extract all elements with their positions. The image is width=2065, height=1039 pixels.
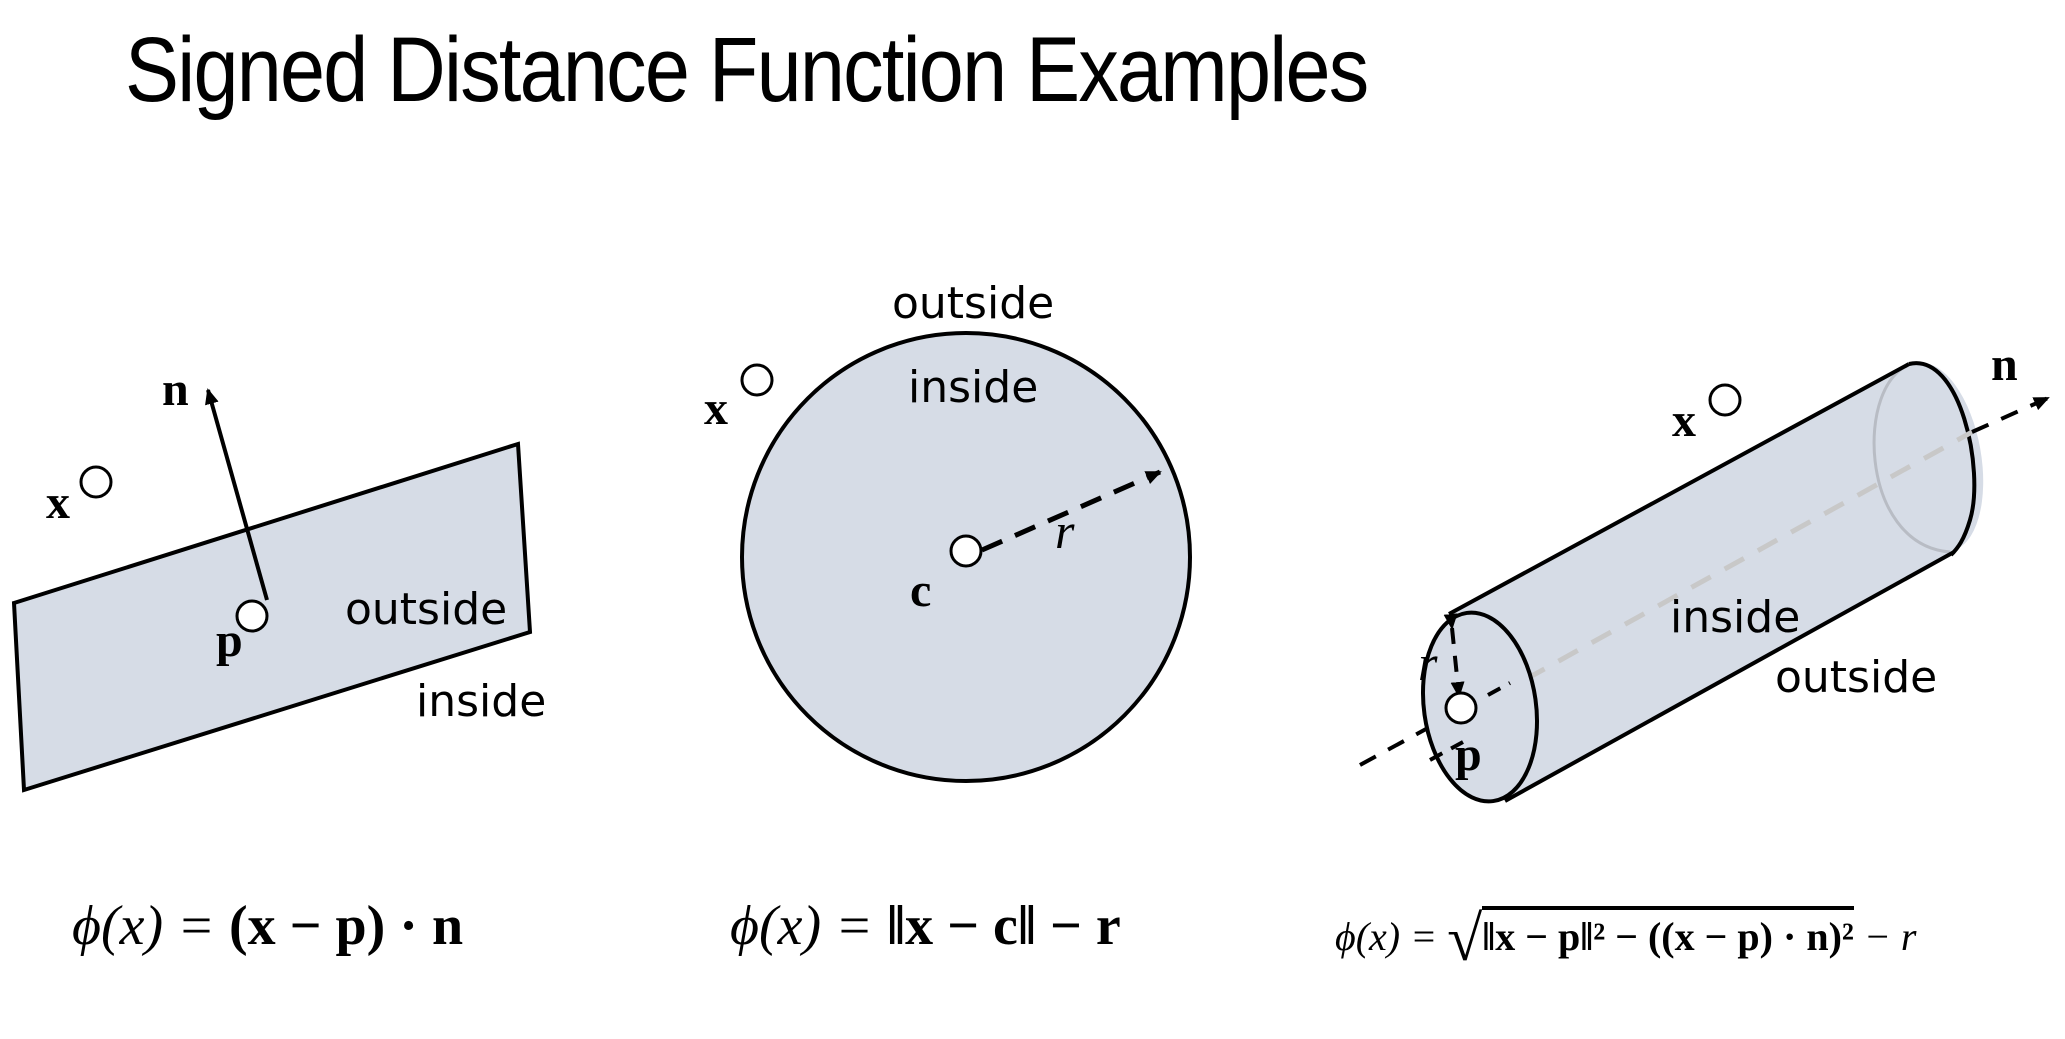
point-x-marker xyxy=(1708,383,1742,417)
slide-title: Signed Distance Function Examples xyxy=(125,19,1369,121)
cylinder-equation: ϕ(x) = √‖x − p‖² − ((x − p) · n)² − r xyxy=(1335,902,1916,976)
inside-label: inside xyxy=(416,676,546,727)
center-c-marker xyxy=(949,534,983,568)
axis-label: n xyxy=(1991,338,2018,391)
sphere-equation: ϕ(x) = ‖x − c‖ − r xyxy=(730,894,1121,958)
inside-label: inside xyxy=(908,362,1038,413)
equation-tail: − r xyxy=(1863,914,1917,959)
equation-radicand: ‖x − p‖² − ((x − p) · n)² xyxy=(1482,906,1854,959)
center-label: c xyxy=(910,564,931,617)
query-point-label: x xyxy=(1672,394,1696,447)
plane-equation: ϕ(x) = (x − p) · n xyxy=(72,894,463,958)
outside-label: outside xyxy=(1775,652,1937,703)
inside-label: inside xyxy=(1670,592,1800,643)
point-p-marker xyxy=(235,599,269,633)
normal-label: n xyxy=(162,363,189,416)
point-x-marker xyxy=(740,363,774,397)
outside-label: outside xyxy=(892,278,1054,329)
equation-lhs: ϕ(x) = xyxy=(1335,914,1438,959)
normal-arrow-icon xyxy=(205,388,269,601)
point-label: p xyxy=(216,614,243,667)
equation-rhs: (x − p) · n xyxy=(228,895,464,957)
radius-label: r xyxy=(1418,635,1438,691)
plane-shape xyxy=(11,441,533,793)
sqrt-sign-icon: √ xyxy=(1447,903,1483,974)
sphere-example: outside inside x c r xyxy=(704,278,1192,783)
point-label: p xyxy=(1455,728,1482,781)
radius-arrow-icon xyxy=(1443,613,1465,698)
equation-lhs: ϕ(x) = xyxy=(730,895,873,957)
axis-arrow-icon xyxy=(1971,396,2050,434)
point-x-marker xyxy=(79,465,113,499)
cylinder-example: x n p r inside outside xyxy=(1359,338,2050,804)
query-point-label: x xyxy=(704,382,728,435)
outside-label: outside xyxy=(345,584,507,635)
query-point-label: x xyxy=(46,476,70,529)
equation-lhs: ϕ(x) = xyxy=(72,895,215,957)
point-p-marker xyxy=(1444,691,1478,725)
equation-rhs: ‖x − c‖ − r xyxy=(886,895,1121,957)
plane-example: n x p outside inside xyxy=(11,363,546,793)
radius-label: r xyxy=(1055,503,1075,559)
cylinder-far-cap xyxy=(1886,363,1984,551)
radius-arrow-icon xyxy=(966,469,1162,563)
